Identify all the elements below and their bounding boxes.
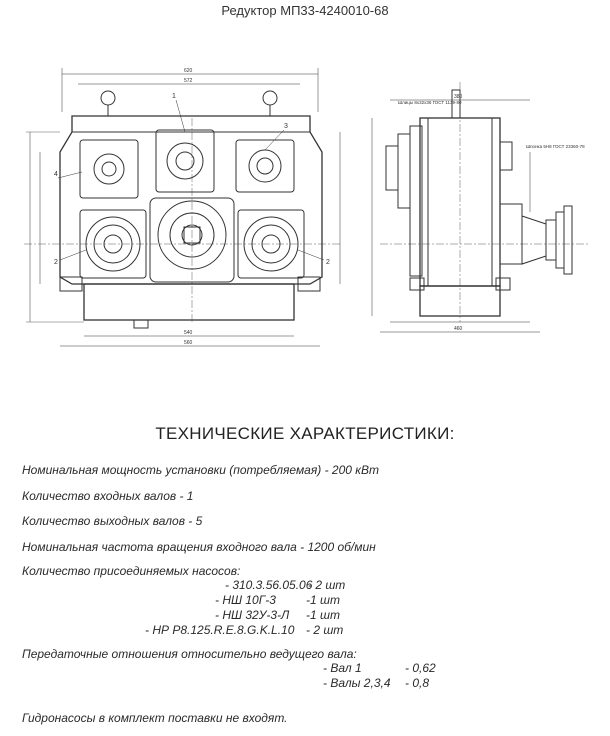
ratio-value: - 0,8 xyxy=(405,676,430,690)
document-title: Редуктор МП33-4240010-68 xyxy=(221,3,389,18)
pump-qty: - 2 шт xyxy=(308,578,346,592)
spec-input-shafts: Количество входных валов - 1 xyxy=(22,489,194,503)
callout-4: 4 xyxy=(54,171,58,178)
spec-ratios-label: Передаточные отношения относительно веду… xyxy=(22,647,357,661)
pump-name: - НР Р8.125.R.E.8.G.K.L.10 xyxy=(145,623,295,637)
callout-3: 3 xyxy=(284,123,288,130)
spec-note: Гидронасосы в комплект поставки не входя… xyxy=(22,711,288,725)
spec-power: Номинальная мощность установки (потребля… xyxy=(22,463,379,477)
side-note-key: Шпонка 5Н8 ГОСТ 23360-78 xyxy=(526,144,585,149)
dim-top: 620 xyxy=(184,68,193,74)
dim-bottom: 560 xyxy=(184,340,193,346)
pump-qty: - 2 шт xyxy=(306,623,344,637)
callout-2-left: 2 xyxy=(54,259,58,266)
spec-input-speed: Номинальная частота вращения входного ва… xyxy=(22,540,376,554)
dim-bottom-inner: 540 xyxy=(184,330,193,336)
dim-side-bottom: 460 xyxy=(454,326,463,332)
pump-name: - 310.3.56.05.06 xyxy=(225,578,313,592)
pump-qty: -1 шт xyxy=(306,593,340,607)
ratio-name: - Вал 1 xyxy=(323,661,362,675)
callout-1: 1 xyxy=(172,93,176,100)
pump-name: - НШ 32У-3-Л xyxy=(215,608,290,622)
ratio-name: - Валы 2,3,4 xyxy=(323,676,391,690)
pump-qty: -1 шт xyxy=(306,608,340,622)
side-note-shaft: Шлицы 8х32х36 ГОСТ 1139-80 xyxy=(398,100,462,105)
dim-top-inner: 572 xyxy=(184,78,193,84)
specs-heading: ТЕХНИЧЕСКИЕ ХАРАКТЕРИСТИКИ: xyxy=(155,424,455,443)
ratio-value: - 0,62 xyxy=(405,661,436,675)
spec-pumps-label: Количество присоединяемых насосов: xyxy=(22,564,241,578)
pump-name: - НШ 10Г-3 xyxy=(215,593,276,607)
spec-output-shafts: Количество выходных валов - 5 xyxy=(22,514,203,528)
dim-side-top: 380 xyxy=(454,94,463,100)
technical-drawing: 1 3 4 2 2 620 572 540 560 380 460 Шлицы … xyxy=(24,68,590,347)
callout-2-right: 2 xyxy=(326,259,330,266)
